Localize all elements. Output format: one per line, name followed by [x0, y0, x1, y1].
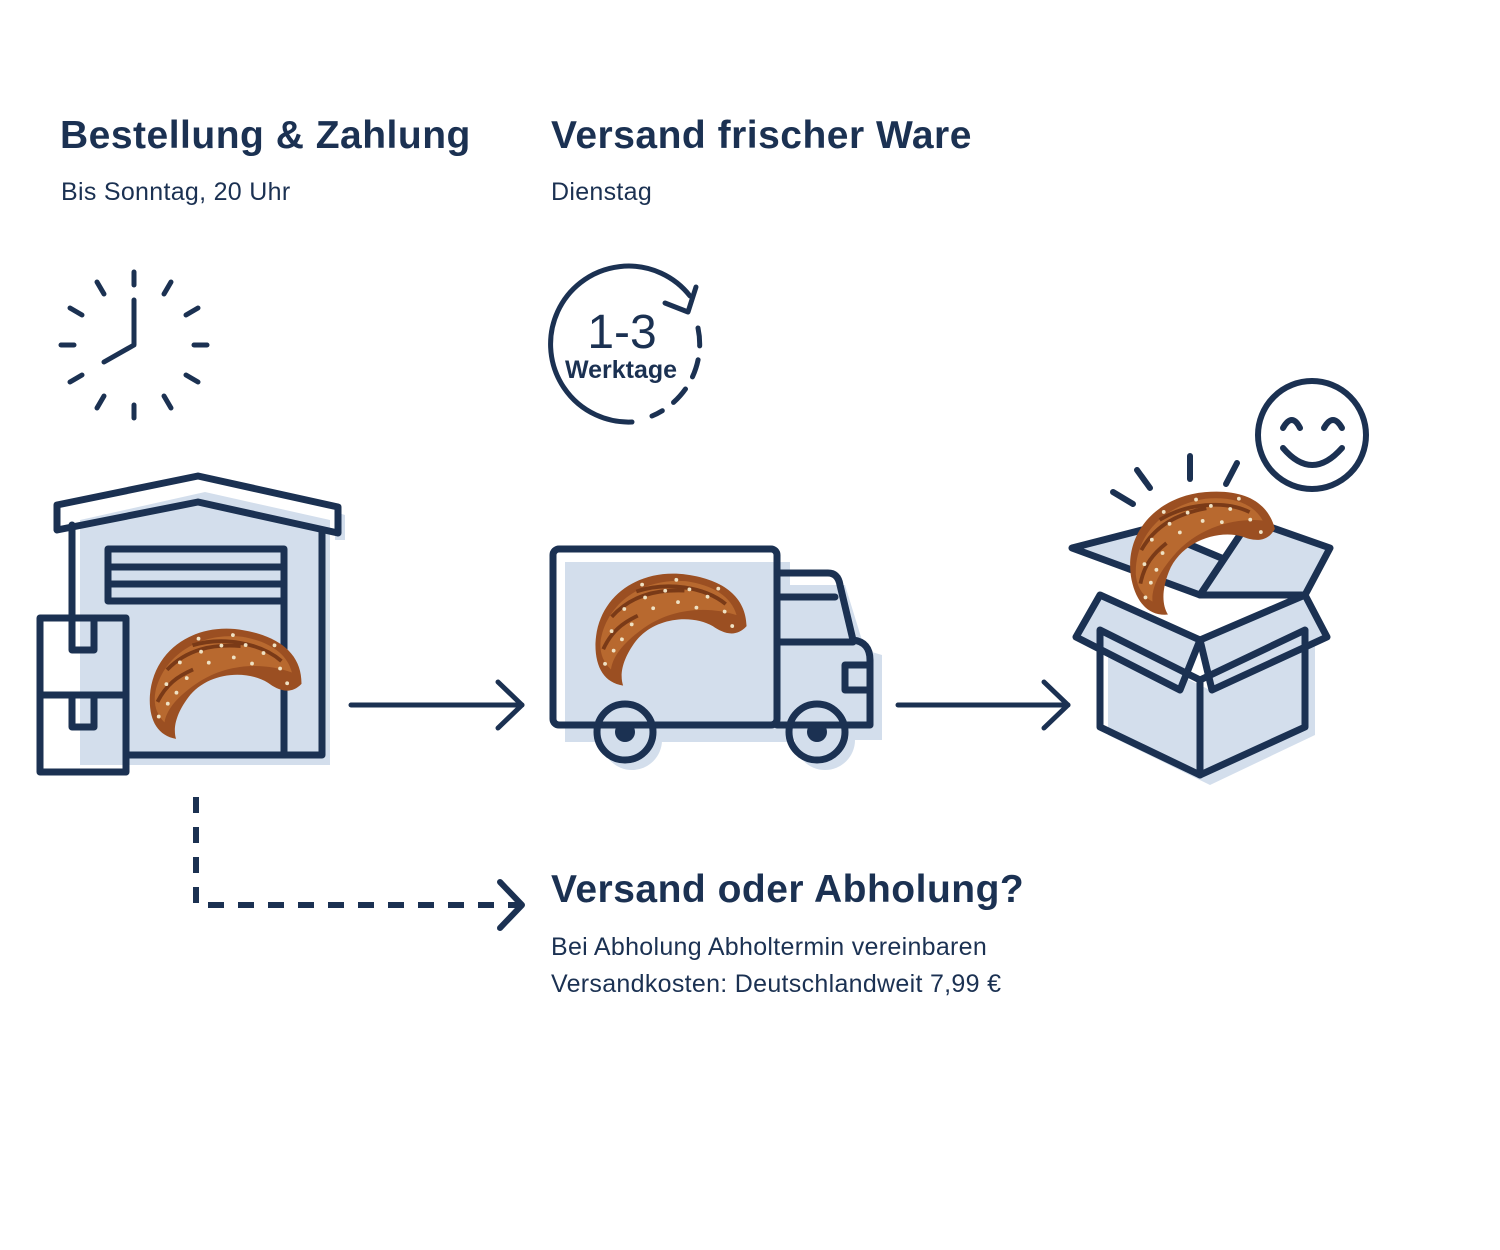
cycle-unit: Werktage — [565, 356, 677, 384]
step-1-subtitle: Bis Sonntag, 20 Uhr — [61, 178, 291, 206]
clock-icon — [58, 269, 210, 421]
step-1-title: Bestellung & Zahlung — [60, 114, 471, 157]
smiley-icon — [1255, 378, 1369, 492]
sparkle-rays-icon — [1110, 453, 1240, 507]
arrow-right-icon — [895, 679, 1071, 731]
open-box-icon — [1068, 484, 1334, 785]
step-2-subtitle: Dienstag — [551, 178, 653, 206]
truck-icon — [549, 545, 882, 770]
pickup-line-1: Bei Abholung Abholtermin vereinbaren — [551, 933, 988, 961]
pickup-line-2: Versandkosten: Deutschlandweit 7,99 € — [551, 970, 1002, 998]
arrow-right-icon — [348, 679, 525, 731]
step-2-title: Versand frischer Ware — [551, 114, 972, 157]
cycle-range: 1-3 — [587, 306, 656, 359]
dashed-arrow-icon — [193, 797, 525, 931]
pickup-title: Versand oder Abholung? — [551, 868, 1025, 911]
warehouse-icon — [36, 472, 345, 776]
cycle-arrow-icon: 1-3 Werktage — [548, 263, 703, 425]
